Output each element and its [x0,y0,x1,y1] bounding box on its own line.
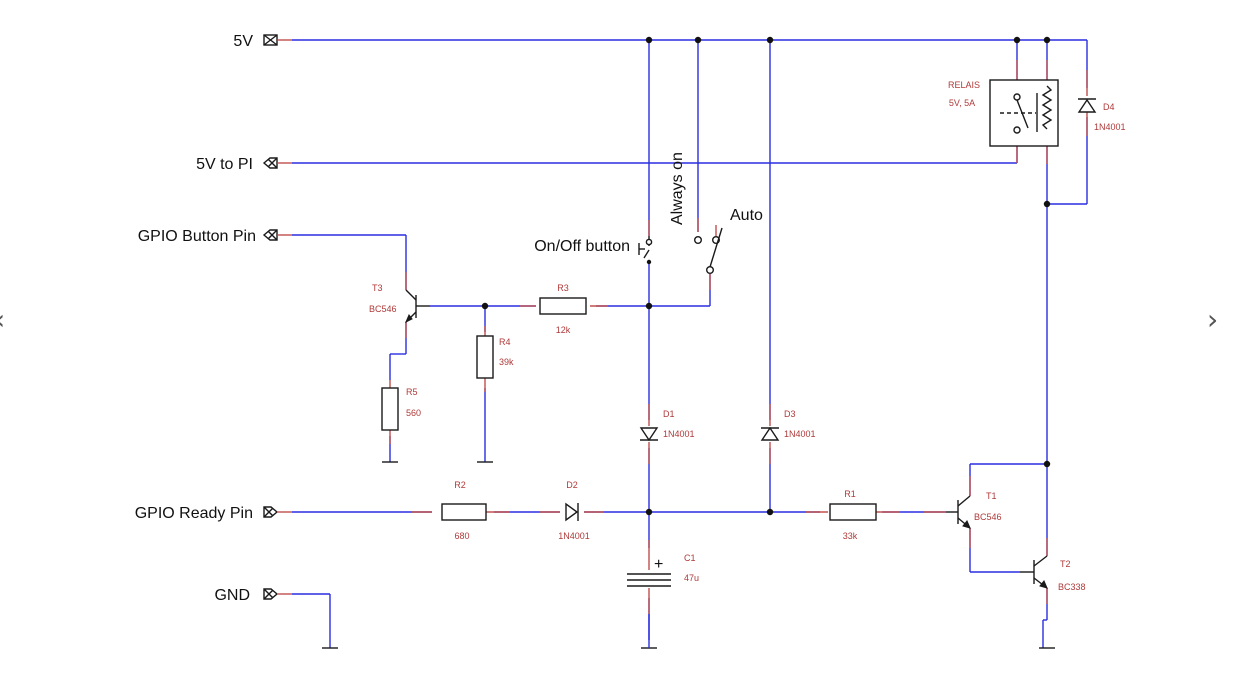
r3-value: 12k [556,325,571,335]
relay-value: 5V, 5A [949,98,975,108]
on-off-button-label: On/Off button [534,238,630,255]
port-gpio-ready: GPIO Ready Pin [135,505,279,522]
t2-ref: T2 [1060,559,1071,569]
c1-value: 47u [684,573,699,583]
port-5v-label: 5V [233,33,253,50]
always-on-label: Always on [669,152,686,225]
d3-value: 1N4001 [784,429,816,439]
connector-icon [263,588,279,600]
c1-plus: + [654,556,663,573]
ground-symbols [322,461,1055,649]
r2-ref: R2 [454,480,466,490]
connector-icon [262,157,278,169]
d2-value: 1N4001 [558,531,590,541]
switch-auto: Always on Auto [669,152,763,275]
r3-ref: R3 [557,283,569,293]
t3-value: BC546 [369,304,397,314]
t1-value: BC546 [974,512,1002,522]
transistor-t3: T3 BC546 [369,283,430,324]
switch-on-off-button: On/Off button [534,236,653,265]
port-5v: 5V [233,33,278,50]
connector-icon [263,34,278,46]
t1-ref: T1 [986,491,997,501]
r4-ref: R4 [499,337,511,347]
t2-value: BC338 [1058,582,1086,592]
diode-d1: D1 1N4001 [639,409,695,442]
d3-ref: D3 [784,409,796,419]
r5-ref: R5 [406,387,418,397]
d4-ref: D4 [1103,102,1115,112]
port-gnd: GND [214,587,279,604]
capacitor-c1: + C1 47u [627,553,699,587]
r4-value: 39k [499,357,514,367]
resistor-r3: R3 12k [539,283,587,335]
r5-value: 560 [406,408,421,418]
transistor-t1: T1 BC546 [946,491,1002,529]
relay-ref: RELAIS [948,80,980,90]
component-leads [278,39,1088,614]
port-gpio-ready-label: GPIO Ready Pin [135,505,253,522]
next-image-button[interactable]: › [1207,303,1219,336]
d1-ref: D1 [663,409,675,419]
port-gpio-button-label: GPIO Button Pin [138,228,256,245]
diode-d2: D2 1N4001 [558,480,590,541]
diode-d3: D3 1N4001 [760,409,816,441]
t3-ref: T3 [372,283,383,293]
r1-value: 33k [843,531,858,541]
c1-ref: C1 [684,553,696,563]
resistor-r1: R1 33k [829,489,877,541]
d4-value: 1N4001 [1094,122,1126,132]
junction-dots [481,36,1051,516]
auto-label: Auto [730,207,763,224]
resistor-r4: R4 39k [476,335,514,379]
r1-ref: R1 [844,489,856,499]
previous-image-button[interactable]: ‹ [0,306,5,334]
resistor-r5: R5 560 [381,387,421,431]
d2-ref: D2 [566,480,578,490]
port-gnd-label: GND [214,587,250,604]
d1-value: 1N4001 [663,429,695,439]
transistor-t2: T2 BC338 [1020,555,1086,592]
relay-relais: RELAIS 5V, 5A [948,79,1059,147]
resistor-r2: R2 680 [441,480,487,541]
port-gpio-button: GPIO Button Pin [138,228,278,245]
connector-icon [263,506,279,518]
r2-value: 680 [454,531,469,541]
port-5v-to-pi-label: 5V to PI [196,156,253,173]
diode-d4: D4 1N4001 [1077,98,1126,132]
connector-icon [262,229,278,241]
port-5v-to-pi: 5V to PI [196,156,278,173]
